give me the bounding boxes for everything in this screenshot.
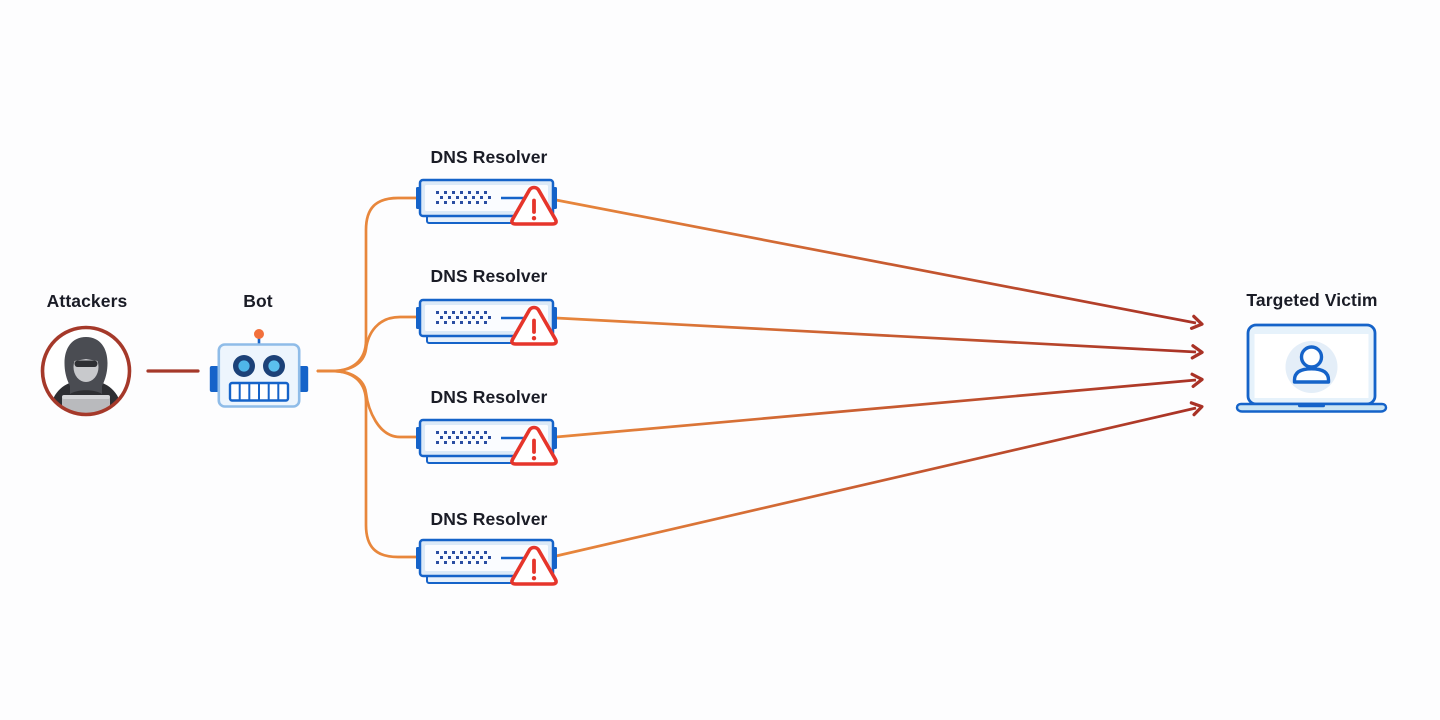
resolver-4-label: DNS Resolver — [430, 509, 548, 529]
edge-bot-resolver-3 — [316, 369, 419, 439]
server-dots — [436, 431, 491, 444]
laptop-user-icon — [1235, 323, 1388, 413]
victim-label: Targeted Victim — [1246, 290, 1378, 310]
edge-bot-resolvers — [316, 196, 419, 559]
edge-resolver-4-victim — [555, 401, 1204, 558]
dns-server-icon — [416, 538, 558, 586]
server-body — [416, 418, 557, 464]
warning-triangle-icon — [510, 545, 558, 586]
edge-bot-resolver-2 — [316, 315, 419, 373]
bot-label: Bot — [243, 291, 273, 311]
edge-resolver-3-victim — [555, 372, 1204, 439]
warning-triangle-icon — [510, 185, 558, 226]
resolver-2-label: DNS Resolver — [430, 266, 548, 286]
edge-bot-resolver-4 — [316, 369, 419, 559]
attackers-label: Attackers — [46, 291, 128, 311]
resolver-1-label: DNS Resolver — [430, 147, 548, 167]
dns-server-icon — [416, 418, 558, 466]
server-dots — [436, 311, 491, 324]
edge-resolver-1-victim — [555, 198, 1204, 330]
warning-triangle-icon — [510, 305, 558, 346]
robot-antenna-dot — [254, 329, 264, 339]
user-icon — [1292, 345, 1331, 384]
dns-server-icon — [416, 178, 558, 226]
edge-resolver-2-victim — [555, 316, 1204, 360]
warning-triangle-icon — [510, 425, 558, 466]
hacker-icon — [40, 325, 132, 417]
server-dots — [436, 191, 491, 204]
resolver-3-label: DNS Resolver — [430, 387, 548, 407]
dns-server-icon — [416, 298, 558, 346]
server-body — [416, 298, 557, 344]
robot-icon — [209, 329, 309, 408]
server-dots — [436, 551, 491, 564]
